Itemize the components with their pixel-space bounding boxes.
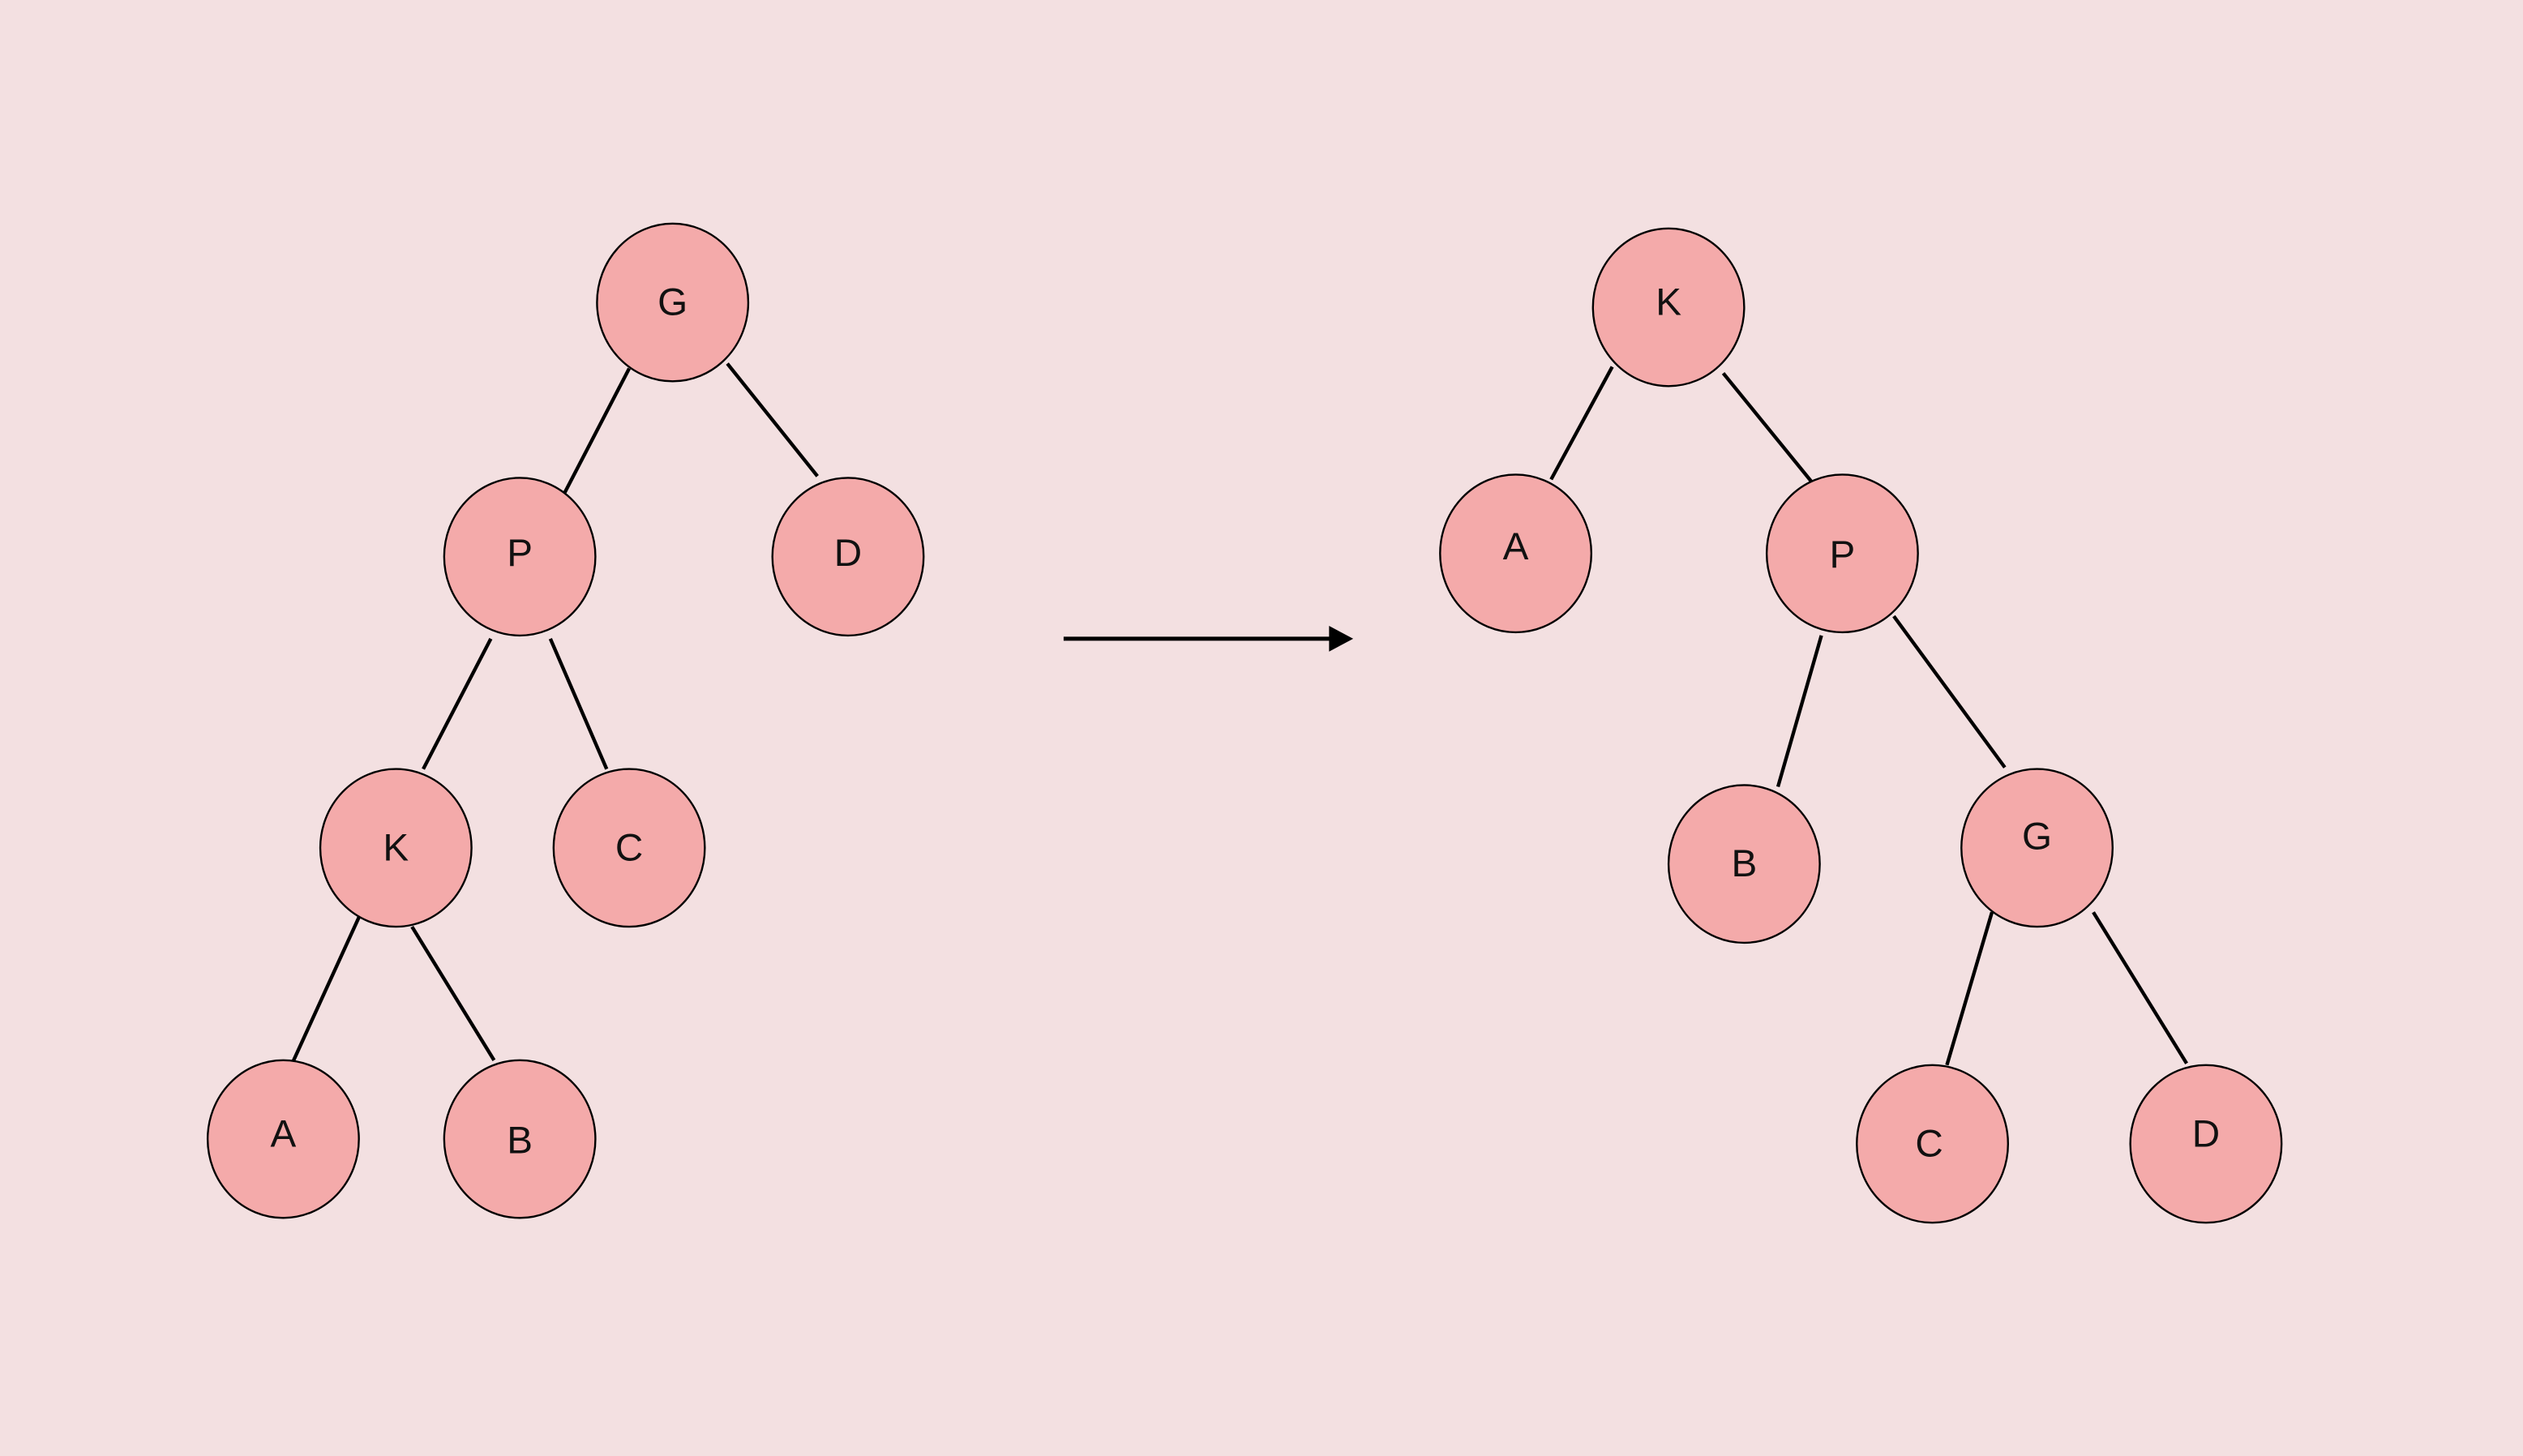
- node-label: A: [1503, 525, 1529, 568]
- after-tree-edges: [1549, 366, 2188, 1066]
- after-node-P: P: [1765, 473, 1919, 634]
- node-label: P: [507, 532, 533, 575]
- edge-G-D: [2092, 911, 2188, 1064]
- edge-K-A: [1549, 366, 1614, 481]
- after-tree: K A P B G C D: [1439, 227, 2283, 1224]
- node-label: A: [271, 1113, 297, 1156]
- before-node-P: P: [443, 477, 597, 637]
- edge-P-B: [1776, 635, 1823, 788]
- before-node-B: B: [443, 1059, 597, 1219]
- edge-P-G: [1892, 615, 2007, 769]
- after-node-C: C: [1856, 1064, 2010, 1224]
- before-tree-edges: [291, 362, 819, 1063]
- node-label: B: [1731, 842, 1757, 885]
- after-node-D: D: [2129, 1064, 2283, 1224]
- edge-K-P: [1721, 372, 1817, 487]
- node-label: D: [2192, 1113, 2220, 1156]
- after-node-B: B: [1667, 784, 1821, 944]
- after-node-K: K: [1591, 227, 1746, 388]
- edge-P-K: [422, 637, 493, 770]
- after-node-A: A: [1439, 473, 1593, 634]
- node-label: K: [383, 826, 409, 869]
- node-label: G: [658, 281, 688, 324]
- node-label: C: [1915, 1123, 1943, 1166]
- node-label: B: [507, 1120, 533, 1163]
- arrow-head-icon: [1329, 625, 1354, 652]
- transform-arrow: [1063, 625, 1354, 652]
- before-node-D: D: [771, 477, 925, 637]
- node-label: C: [615, 826, 643, 869]
- edge-G-P: [561, 367, 632, 497]
- node-label: G: [2022, 815, 2052, 858]
- before-node-K: K: [319, 768, 473, 928]
- before-node-A: A: [206, 1059, 360, 1219]
- before-node-G: G: [596, 222, 750, 383]
- edge-K-B: [410, 925, 496, 1061]
- before-tree: G P D K C A B: [206, 222, 925, 1219]
- node-label: P: [1830, 533, 1856, 576]
- node-label: D: [834, 532, 862, 575]
- after-node-G: G: [1960, 768, 2114, 928]
- node-label: K: [1656, 281, 1681, 324]
- edge-G-C: [1945, 911, 1994, 1066]
- edge-G-D: [726, 362, 819, 477]
- edge-P-C: [548, 637, 609, 770]
- before-node-C: C: [552, 768, 706, 928]
- edge-K-A: [291, 913, 362, 1063]
